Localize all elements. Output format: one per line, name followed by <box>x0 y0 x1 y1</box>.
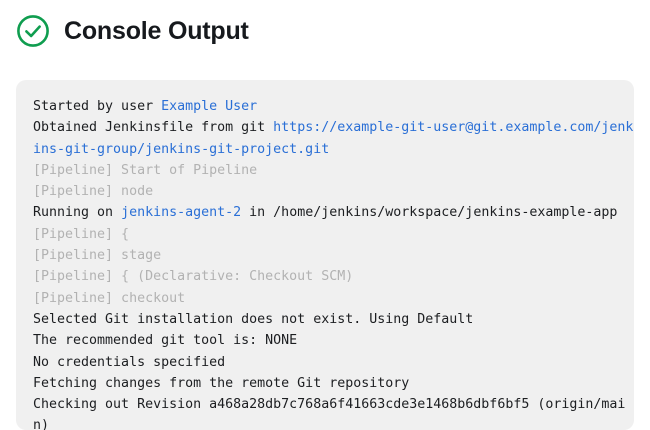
console-log-text: [Pipeline] Start of Pipeline <box>33 162 258 178</box>
console-log-line: Fetching changes from the remote Git rep… <box>33 373 634 394</box>
console-log-line: Checking out Revision a468a28db7c768a6f4… <box>33 394 634 430</box>
console-log-text: [Pipeline] { (Declarative: Checkout SCM) <box>33 269 354 285</box>
page-header: Console Output <box>0 0 650 48</box>
console-log-text: [Pipeline] { <box>33 226 130 242</box>
console-log-text: Started by user <box>33 99 162 114</box>
console-log-line: Obtained Jenkinsfile from git https://ex… <box>33 117 634 160</box>
console-log-text: Checking out Revision a468a28db7c768a6f4… <box>33 397 626 430</box>
console-log-text: [Pipeline] checkout <box>33 290 186 306</box>
console-log-text: [Pipeline] node <box>33 184 154 200</box>
console-log-line: Selected Git installation does not exist… <box>33 309 634 330</box>
console-log-line: [Pipeline] node <box>33 181 634 202</box>
page-title: Console Output <box>64 16 249 45</box>
console-log-line: Running on jenkins-agent-2 in /home/jenk… <box>33 202 634 223</box>
console-log-line: [Pipeline] stage <box>33 245 634 266</box>
console-log-line: No credentials specified <box>33 352 634 373</box>
console-log-link[interactable]: jenkins-agent-2 <box>121 205 242 221</box>
console-log-text: [Pipeline] stage <box>33 248 162 264</box>
console-log-text: The recommended git tool is: NONE <box>33 333 298 349</box>
console-log-line: [Pipeline] { (Declarative: Checkout SCM) <box>33 266 634 287</box>
console-log-line: Started by user Example User <box>33 96 634 117</box>
console-log-text: Selected Git installation does not exist… <box>33 311 474 327</box>
console-log-line: The recommended git tool is: NONE <box>33 330 634 351</box>
check-circle-icon <box>17 15 49 47</box>
console-log-line: [Pipeline] { <box>33 224 634 245</box>
console-log-link[interactable]: Example User <box>161 99 258 114</box>
console-log-link[interactable]: https://example-git-user@git.example.com… <box>33 120 634 157</box>
console-log-text: Running on <box>33 205 122 221</box>
console-log-text: Fetching changes from the remote Git rep… <box>33 375 410 391</box>
console-log-text: Obtained Jenkinsfile from git <box>33 120 274 136</box>
console-log-text: in /home/jenkins/workspace/jenkins-examp… <box>241 205 618 221</box>
console-log-text: No credentials specified <box>33 354 226 370</box>
console-log-line: [Pipeline] Start of Pipeline <box>33 160 634 181</box>
console-log-line: [Pipeline] checkout <box>33 288 634 309</box>
